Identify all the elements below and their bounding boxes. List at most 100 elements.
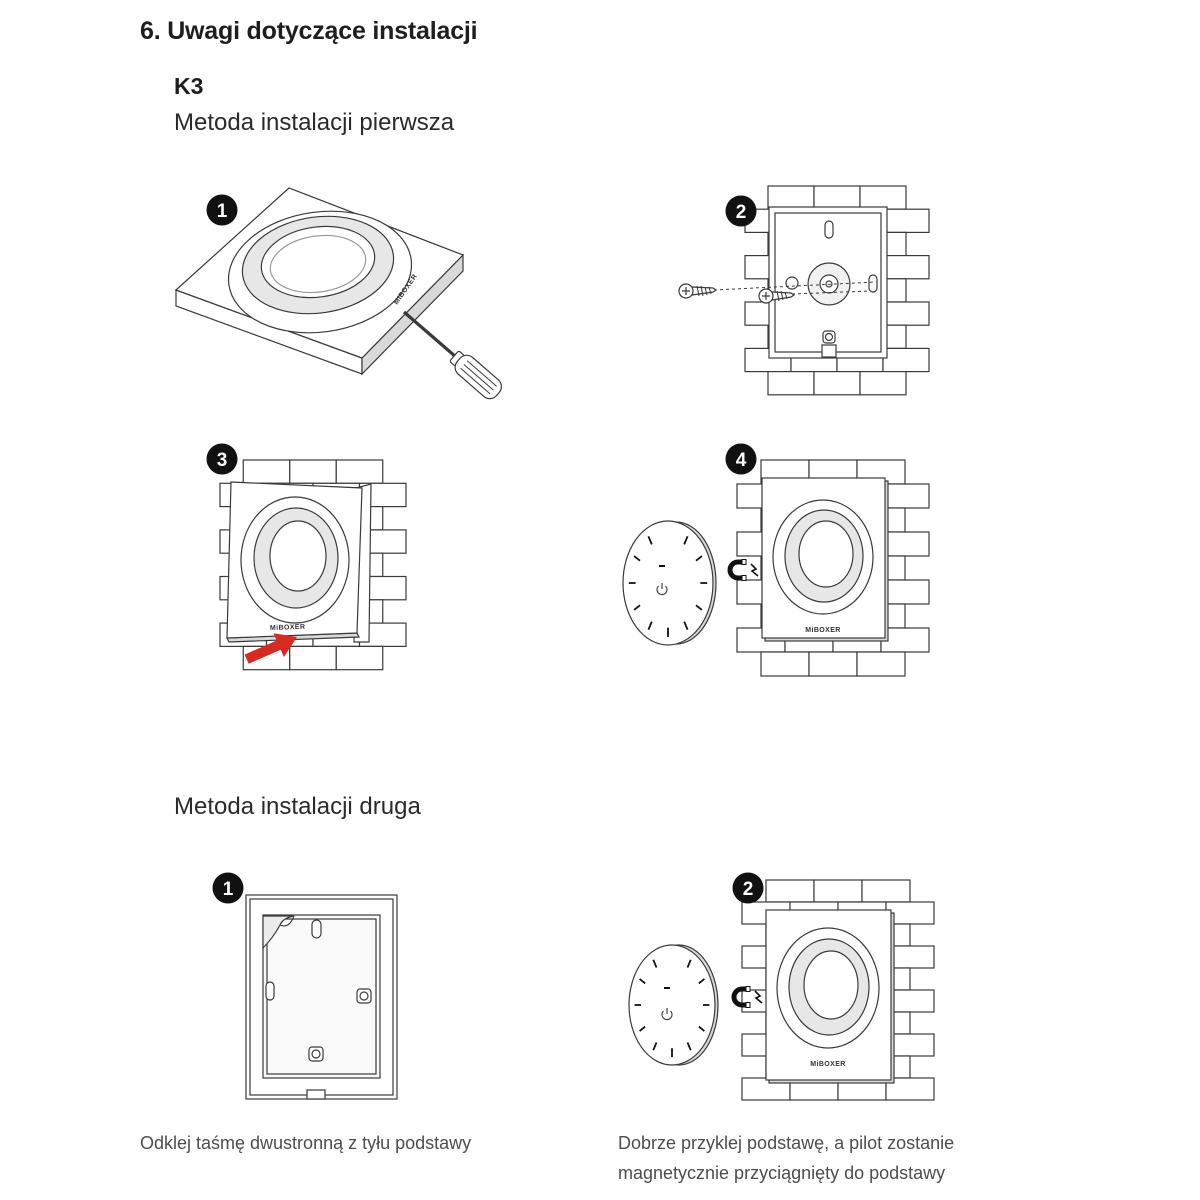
magnet-icon [727,559,759,581]
base-plate-tab [306,1089,326,1100]
brick [859,185,907,210]
brick [813,371,861,396]
base-plate [768,206,888,359]
screw-icon [678,283,718,299]
dial-tick [683,535,689,545]
remote-dial-icon [622,520,717,646]
arrow-icon [244,633,297,664]
caption-step2-line2: magnetycznie przyciągnięty do podstawy [618,1163,946,1183]
magnet-body [727,559,745,581]
brick [882,301,930,326]
dial-tick [698,1025,705,1032]
tape-peeled-corner [262,915,295,950]
illustration-m2-step1 [245,894,398,1100]
power-icon [661,1008,673,1021]
dial-tick [698,978,705,985]
step-number: 4 [736,450,747,471]
illustration-m1-step1: MiBOXER [174,187,503,400]
mounting-hole-left [785,276,799,290]
dial-tick [652,1042,658,1051]
dial-tick [686,959,692,968]
screw-shaft [691,286,718,296]
illustration-m2-step2: MiBOXER [628,879,935,1101]
dial-tick [686,1042,692,1051]
dial-tick [695,555,703,562]
brand-logo: MiBOXER [805,627,840,634]
mounting-slot-bottom [308,1046,324,1062]
dial-tick [683,621,689,631]
step-badge-m1-1: 1 [206,194,238,226]
illustration-m1-step2 [678,185,930,396]
screwdriver-icon [402,310,503,400]
brick [335,459,384,484]
brick [242,459,291,484]
lightning-icon [754,990,763,1004]
step-number: 2 [736,202,747,223]
brick [289,459,337,484]
brick [882,347,930,373]
screw-thread [776,290,788,302]
illustration-m1-step3: MiBOXER [219,459,407,671]
page-title: 6. Uwagi dotyczące instalacji [140,17,478,45]
power-icon [656,583,668,596]
magnet-pole [745,1002,751,1008]
lightning-icon [750,563,759,577]
step-badge-m1-3: 3 [206,443,238,475]
step-badge-m1-2: 2 [725,195,757,227]
dial-tick [633,604,641,611]
caption-step2-line1: Dobrze przyklej podstawę, a pilot zostan… [618,1133,955,1153]
dial-tick [652,959,658,968]
magnet-pole [745,986,751,992]
dial-tick [639,1025,646,1032]
screw-slot [682,287,690,295]
brand-logo: MiBOXER [810,1061,845,1068]
step-badge-m2-1: 1 [212,872,244,904]
dial-center [803,950,859,1020]
remote-ticks [634,959,710,1058]
mounting-slot-left [265,981,275,1001]
dial-tick [633,555,641,562]
mounting-slot-top [824,220,834,239]
step-badge-m1-4: 4 [725,443,757,475]
dial-tick [647,621,653,631]
brick [760,651,810,677]
remote-face [628,944,716,1066]
brick [289,645,337,671]
dial-center [269,520,327,592]
brick [813,185,861,210]
brick [335,645,384,671]
brick [767,371,815,396]
brick [765,879,815,903]
remote-dial-icon [628,944,719,1066]
wall-panel: MiBOXER [174,187,465,376]
magnet-icon [731,986,763,1008]
step-number: 1 [223,879,234,900]
caption-step1: Odklej taśmę dwustronną z tyłu podstawy [140,1133,472,1153]
remote-ticks [628,535,708,637]
brick [808,651,858,677]
grip-ridge [463,364,494,391]
base-plate-tab [821,344,837,358]
remote-face [622,520,714,646]
screw-icon [758,288,796,304]
magnet-pole [741,575,747,581]
mounting-slot-bottom [822,330,836,344]
dial-tick [647,535,653,545]
method2-title: Metoda instalacji druga [174,793,421,820]
screwdriver-handle [449,350,503,400]
brick [882,255,930,280]
wall-panel: MiBOXER [765,909,895,1084]
screw-guide-line [791,290,871,295]
brick [885,1077,935,1101]
method1-title: Metoda instalacji pierwsza [174,109,455,136]
wall-panel: MiBOXER [761,477,889,642]
brick [856,651,906,677]
mounting-hole-bottom [311,1049,321,1059]
brick [859,371,907,396]
brick [882,208,930,233]
grip-ridge [460,367,491,395]
mounting-hole-bottom [824,332,834,342]
brick [813,879,863,903]
magnet-pole [741,559,747,565]
